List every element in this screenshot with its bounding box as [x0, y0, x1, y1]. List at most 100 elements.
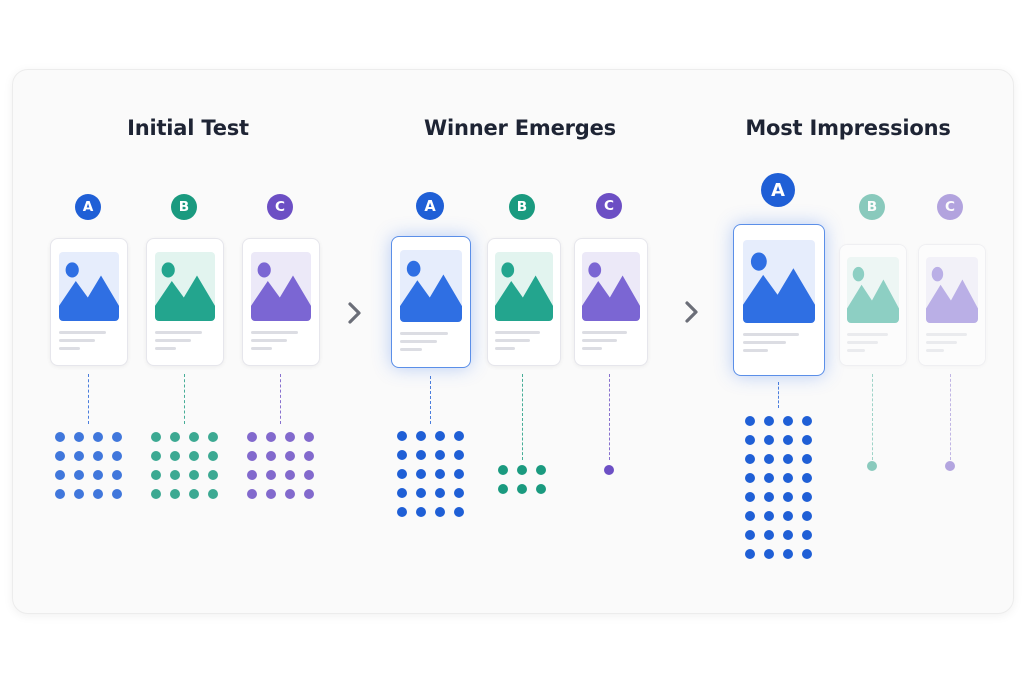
dashed-connector — [183, 374, 185, 424]
text-placeholder-line — [847, 341, 878, 344]
impression-dot — [434, 450, 445, 460]
impression-dot — [744, 530, 755, 540]
text-placeholder-line — [847, 349, 865, 352]
text-placeholder-line — [155, 339, 191, 342]
impression-dot — [284, 489, 295, 499]
impression-dot — [303, 489, 314, 499]
text-placeholder-line — [155, 331, 202, 334]
ad-card-a[interactable] — [50, 238, 128, 366]
text-placeholder-line — [582, 347, 602, 350]
text-placeholder-line — [743, 341, 786, 344]
impression-dot — [801, 530, 812, 540]
text-placeholder-line — [495, 331, 540, 334]
impression-dot — [763, 435, 774, 445]
impression-dot — [517, 465, 527, 475]
impression-dot — [801, 416, 812, 426]
impression-dot — [150, 470, 161, 480]
impression-dot — [744, 549, 755, 559]
impression-dot — [453, 469, 464, 479]
impression-dot — [415, 469, 426, 479]
image-placeholder-icon — [155, 252, 215, 321]
dashed-connector — [429, 376, 431, 424]
impression-dot — [246, 470, 257, 480]
ad-card-b[interactable] — [487, 238, 561, 366]
impression-dot — [536, 465, 546, 475]
impression-dot — [54, 451, 65, 461]
ad-card-b[interactable] — [839, 244, 907, 366]
impression-dot — [111, 451, 122, 461]
text-placeholder-line — [400, 340, 437, 343]
impression-dot — [763, 492, 774, 502]
impression-dot — [782, 454, 793, 464]
impression-dot — [744, 473, 755, 483]
impression-dot — [111, 470, 122, 480]
variant-badge-c: C — [267, 194, 293, 220]
image-placeholder-icon — [926, 257, 978, 323]
impression-dot — [188, 470, 199, 480]
ad-card-c[interactable] — [242, 238, 320, 366]
impression-dot — [744, 492, 755, 502]
text-placeholder-line — [155, 347, 176, 350]
impression-dot — [801, 492, 812, 502]
impression-dot — [150, 451, 161, 461]
image-placeholder-icon — [59, 252, 119, 321]
text-placeholder-line — [251, 347, 272, 350]
text-placeholder-line — [495, 347, 515, 350]
impression-dot — [265, 489, 276, 499]
ad-card-b[interactable] — [146, 238, 224, 366]
impression-dot — [169, 470, 180, 480]
impression-dot — [782, 435, 793, 445]
image-placeholder-icon — [400, 250, 462, 322]
ad-card-c[interactable] — [574, 238, 648, 366]
impression-dot — [188, 489, 199, 499]
impression-dot — [303, 470, 314, 480]
impression-dot — [265, 470, 276, 480]
impression-dot — [453, 450, 464, 460]
impression-dot — [73, 451, 84, 461]
impression-dot — [188, 451, 199, 461]
text-placeholder-line — [495, 339, 530, 342]
text-placeholder-line — [400, 348, 422, 351]
impression-dot — [92, 489, 103, 499]
ad-card-a[interactable] — [733, 224, 825, 376]
dashed-connector — [871, 374, 873, 460]
impression-dot — [782, 511, 793, 521]
impression-dot — [54, 470, 65, 480]
impression-dot — [54, 489, 65, 499]
impression-dot — [396, 488, 407, 498]
text-placeholder-line — [926, 341, 957, 344]
impression-dot — [945, 461, 955, 471]
impression-dot — [801, 435, 812, 445]
impression-dot — [92, 451, 103, 461]
impression-dot — [604, 465, 614, 475]
impression-dot — [801, 473, 812, 483]
impression-dot — [284, 451, 295, 461]
impression-dot — [396, 469, 407, 479]
impression-dot — [763, 549, 774, 559]
impression-dot — [73, 432, 84, 442]
impression-dot — [284, 470, 295, 480]
ad-card-c[interactable] — [918, 244, 986, 366]
impression-dot — [415, 450, 426, 460]
impression-dot — [111, 489, 122, 499]
impression-dot — [303, 432, 314, 442]
impression-dot — [744, 416, 755, 426]
impression-dot — [150, 489, 161, 499]
variant-badge-a: A — [75, 194, 101, 220]
dashed-connector — [608, 374, 610, 460]
image-placeholder-icon — [847, 257, 899, 323]
impression-dot — [453, 488, 464, 498]
variant-badge-c: C — [596, 193, 622, 219]
impression-dot — [434, 507, 445, 517]
impression-dot — [867, 461, 877, 471]
impression-dot — [169, 451, 180, 461]
text-placeholder-line — [251, 331, 298, 334]
text-placeholder-line — [251, 339, 287, 342]
dashed-connector — [87, 374, 89, 424]
ad-card-a[interactable] — [391, 236, 471, 368]
impression-dot — [73, 470, 84, 480]
dashed-connector — [777, 382, 779, 408]
stage-title: Winner Emerges — [424, 116, 616, 140]
chevron-right-icon — [345, 300, 365, 326]
impression-dot — [92, 432, 103, 442]
